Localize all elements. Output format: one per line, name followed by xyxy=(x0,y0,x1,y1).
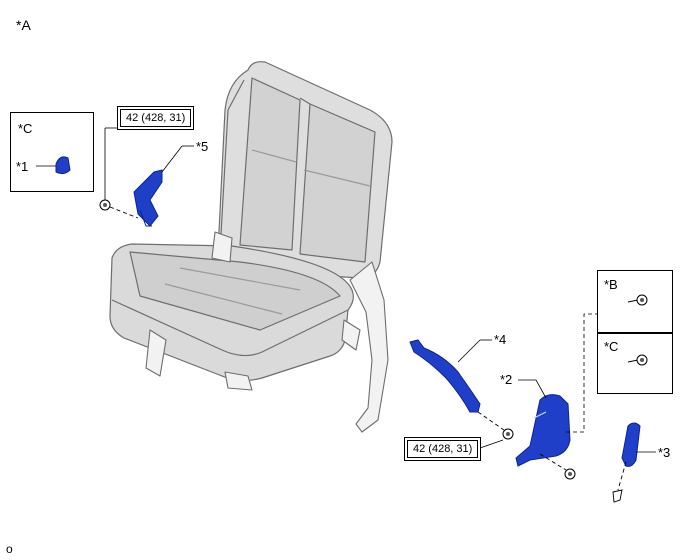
inset-c-clip xyxy=(627,354,648,366)
inset-box-c-left xyxy=(10,112,94,192)
view-label-b: *B xyxy=(604,277,618,292)
torque-value-upper: 42 (428, 31) xyxy=(120,109,192,127)
part-2-cover xyxy=(515,313,598,480)
callout-part-4: *4 xyxy=(494,332,507,347)
torque-label-lower: 42 (428, 31) xyxy=(404,437,482,461)
view-label-c-left: *C xyxy=(18,121,33,136)
inset-box-b-right xyxy=(597,270,673,334)
inset-b-clip xyxy=(627,294,648,306)
callout-part-3: *3 xyxy=(658,445,671,460)
view-label-a: *A xyxy=(16,17,31,33)
torque-label-upper: 42 (428, 31) xyxy=(117,106,195,130)
inset-box-c-right xyxy=(597,332,673,394)
view-label-c-right: *C xyxy=(604,339,619,354)
part-5-bracket xyxy=(133,145,194,227)
seat-frame xyxy=(145,231,389,433)
footer-mark: o xyxy=(6,542,13,556)
torque-value-lower: 42 (428, 31) xyxy=(407,440,479,458)
callout-part-5: *5 xyxy=(196,139,209,154)
callout-part-2: *2 xyxy=(500,372,513,387)
bolt-upper xyxy=(99,127,139,219)
part-4-belt xyxy=(409,339,505,431)
seat-back xyxy=(217,61,393,279)
part-3-cover xyxy=(612,422,656,503)
callout-part-1: *1 xyxy=(16,159,29,174)
seat-cushion xyxy=(109,243,354,382)
part-1-cap xyxy=(36,156,71,175)
bolt-lower xyxy=(479,428,514,449)
